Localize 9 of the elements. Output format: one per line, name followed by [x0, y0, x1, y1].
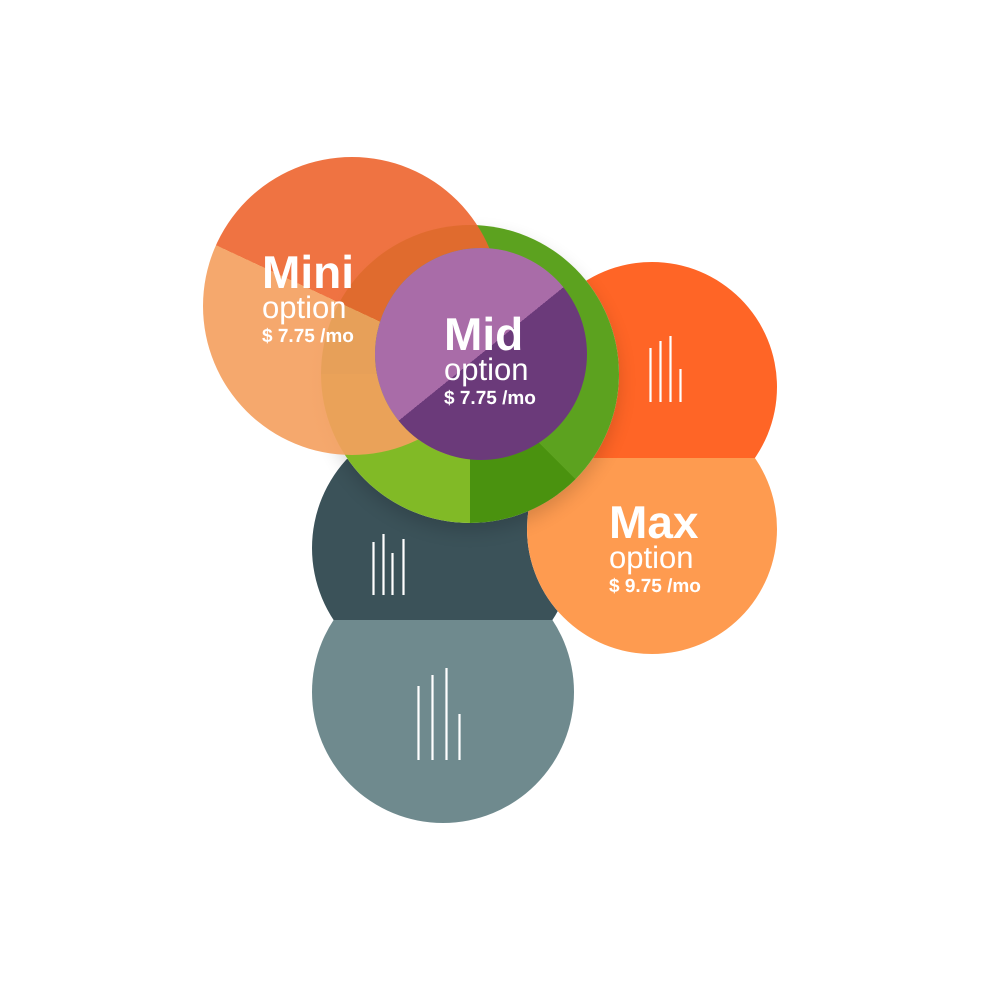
price-label: $ 7.75 /mo — [444, 389, 536, 408]
option-title: Max — [609, 502, 698, 542]
option-title: Mid — [444, 314, 524, 354]
option-label: option — [444, 354, 528, 385]
price-label: $ 7.75 /mo — [262, 327, 354, 346]
option-label: option — [609, 542, 694, 573]
option-title: Mini — [262, 252, 354, 292]
price-label: $ 9.75 /mo — [609, 577, 701, 596]
option-label: option — [262, 292, 346, 323]
